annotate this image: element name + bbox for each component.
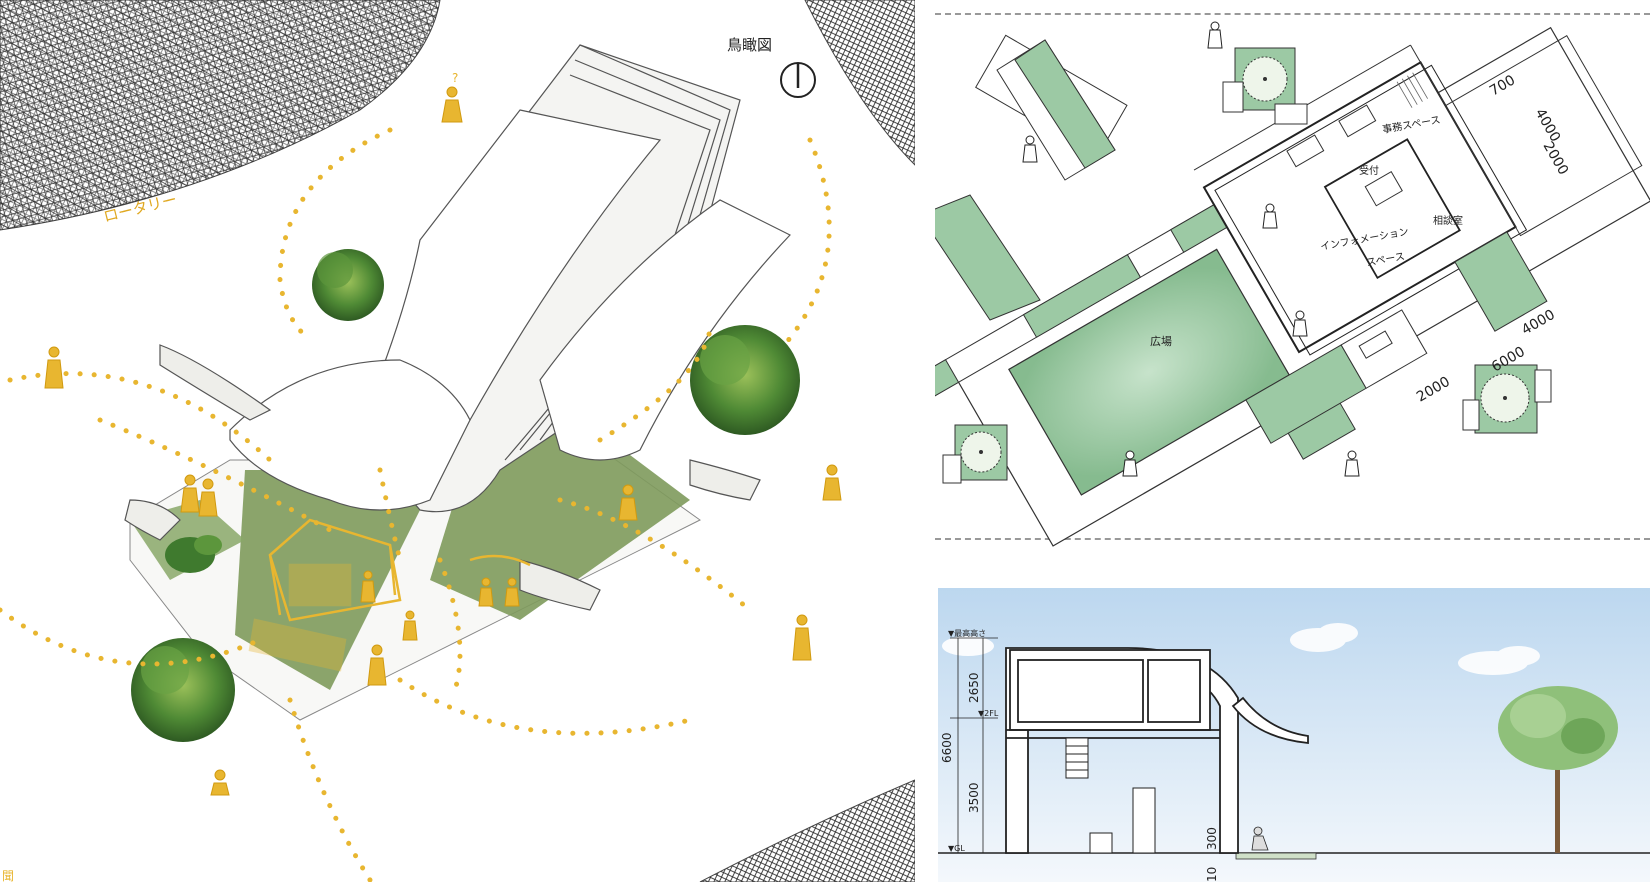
dim-total: 6600 (940, 732, 954, 763)
north-arrow-icon (780, 62, 816, 98)
person-icon (360, 570, 376, 603)
dim-upper: 2650 (967, 672, 981, 703)
level-gl: ▼GL (948, 844, 965, 853)
person-icon (1344, 450, 1360, 477)
person-icon (198, 478, 218, 517)
green-strips (919, 34, 1128, 321)
tree-icon (1498, 686, 1618, 853)
person-icon (1251, 826, 1269, 851)
person-icon (792, 614, 812, 661)
consult-room (1323, 138, 1461, 280)
people-figures (1022, 21, 1360, 477)
plan-bottom-divider (935, 538, 1650, 540)
tree-planter-icon (1462, 364, 1552, 434)
person-icon (1292, 310, 1308, 337)
person-icon (402, 610, 418, 641)
mesh-surroundings (0, 0, 916, 883)
dim-lower: 3500 (967, 782, 981, 813)
building-massing (124, 44, 791, 611)
tree-planter-icon (942, 424, 1008, 484)
question-mark: ? (452, 71, 458, 85)
consult-room-label: 相談室 (1433, 214, 1463, 227)
market-tent-sketch (248, 518, 531, 672)
person-icon (1022, 135, 1038, 163)
building-section (1005, 647, 1309, 854)
level-top: ▼最高高さ (948, 628, 986, 638)
person-icon (441, 86, 463, 123)
person-icon (180, 474, 200, 513)
level-marks (950, 637, 998, 854)
plaza-label: 広場 (1150, 335, 1172, 348)
birds-eye-view: ロータリー 鳥瞰図 (0, 0, 916, 883)
person-icon (1262, 203, 1278, 229)
cloud-icon (1290, 623, 1358, 652)
dim-small: 10 (1205, 867, 1219, 882)
person-icon (210, 769, 230, 796)
person-icon (504, 577, 520, 607)
corner-mark: 聞 (2, 869, 14, 882)
person-icon (44, 346, 64, 389)
person-icon (1207, 21, 1223, 49)
person-icon (618, 484, 638, 521)
plaza-area (1008, 248, 1291, 496)
person-icon (822, 464, 842, 501)
tree-planter-icon (1222, 47, 1308, 125)
plan-top-divider (935, 13, 1650, 15)
tree-icon (690, 325, 800, 435)
floor-plan: 事務スペース 受付 相談室 インフォメーション スペース 広場 700 4000… (892, 0, 1650, 550)
tree-icon (131, 638, 235, 742)
plan-site (892, 26, 1650, 547)
person-icon (367, 644, 387, 686)
tree-icon (165, 535, 222, 573)
cloud-icon (942, 636, 994, 656)
dim-2000-bottom: 2000 (1414, 374, 1453, 406)
section-drawing: ▼最高高さ ▼2FL ▼GL 6600 2650 3500 300 10 (938, 588, 1650, 882)
birdseye-title: 鳥瞰図 (727, 36, 772, 54)
reception-label: 受付 (1359, 164, 1379, 177)
people-figures (44, 86, 842, 796)
site-slab (129, 410, 701, 721)
person-icon (1122, 450, 1138, 477)
dim-bench: 300 (1205, 827, 1219, 850)
person-icon (478, 577, 494, 607)
circulation-paths (0, 127, 832, 883)
level-2fl: ▼2FL (978, 709, 999, 718)
cloud-icon (1458, 646, 1540, 675)
tree-icon (312, 249, 384, 321)
